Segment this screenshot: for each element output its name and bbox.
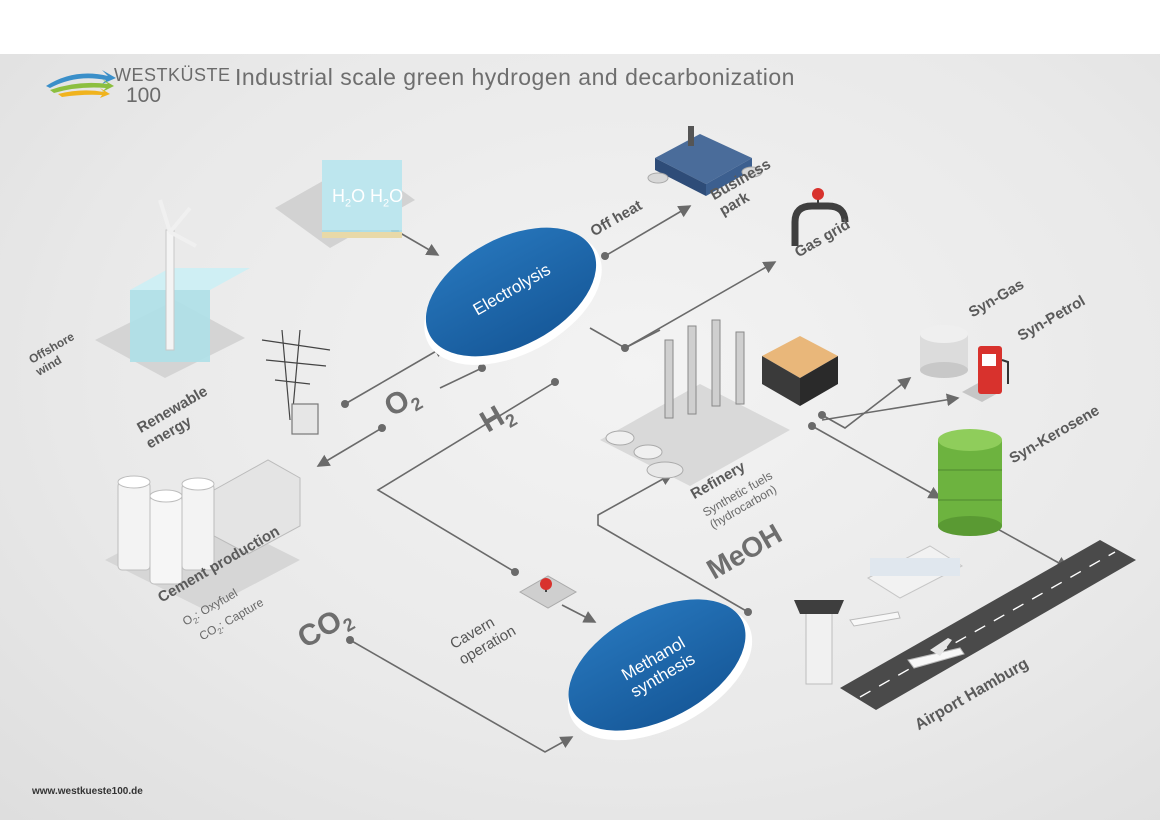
logo-swoosh-icon [46,70,116,98]
westkueste-logo: WESTKÜSTE 100 [44,62,230,112]
airport-icon [794,540,1136,710]
power-pylon-icon [261,329,331,435]
offshore-wind-icon [95,199,250,378]
o2-to-cement-line [316,427,383,467]
h2-main-line [589,261,777,349]
meoh-to-refinery-line [597,473,749,613]
h2-down-line [376,381,556,573]
cement-plant-icon [105,459,301,610]
cavern-to-methanol-line [561,604,597,623]
electrolysis-disc [424,227,602,365]
water-to-electrolysis-line [394,229,440,256]
h2-to-refinery-line [624,329,661,349]
methanol-synthesis-disc [567,599,753,741]
website-url: www.westkueste100.de [32,786,143,797]
gas-grid-icon [791,188,849,246]
refinery-icon [600,319,838,486]
business-park-icon [647,126,763,196]
water-h2o-right: H2O [370,186,404,210]
off-heat-line [604,205,692,257]
refinery-to-petrol-line [821,393,960,421]
logo-number: 100 [126,84,162,107]
o2-line-a [439,367,483,389]
renewable-to-electrolysis-line [344,345,447,405]
syn-petrol-pump-icon [962,346,1009,402]
logo-wordmark: WESTKÜSTE [114,65,231,85]
water-tank-icon [275,160,415,248]
refinery-to-kerosene-line [811,425,942,499]
co2-to-methanol-line [349,639,574,753]
page-title: Industrial scale green hydrogen and deca… [235,64,795,90]
water-h2o-left: H2O [332,186,366,210]
syn-kerosene-barrel-icon [938,429,1002,536]
cavern-valve-icon [518,575,578,609]
syn-gas-tank-icon [920,325,968,378]
header-strip [0,0,1160,54]
